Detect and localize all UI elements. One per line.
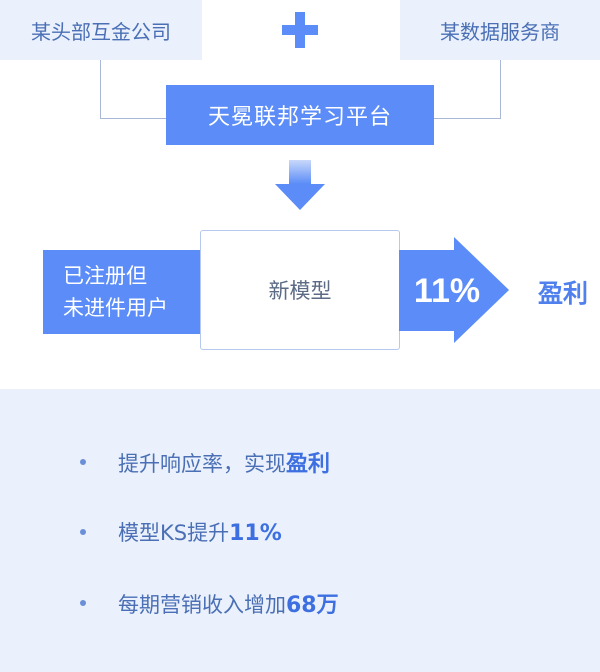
user-segment-line1: 已注册但 [63,264,147,288]
arrow-right-icon [399,237,509,343]
model-label: 新模型 [268,279,332,303]
bullet-icon [80,459,86,465]
user-segment-line2: 未进件用户 [63,296,168,320]
benefit-highlight: 盈利 [286,452,331,477]
platform-box: 天冕联邦学习平台 [166,85,434,145]
party-box-left: 某头部互金公司 [0,0,202,60]
bullet-icon [80,529,86,535]
model-box: 新模型 [200,230,400,350]
benefits-panel [0,389,600,672]
connector-left [100,60,171,119]
improvement-percent: 11% [413,271,481,310]
plus-icon-vertical [295,12,305,48]
benefit-item: 提升响应率，实现盈利 [0,445,600,479]
platform-label: 天冕联邦学习平台 [207,105,392,130]
party-box-right: 某数据服务商 [400,0,600,60]
party-left-label: 某头部互金公司 [31,19,171,44]
benefit-text: 模型KS提升11% [118,521,282,546]
bullet-icon [80,600,86,606]
benefit-item: 模型KS提升11% [0,515,600,549]
benefit-highlight: 11% [229,521,282,546]
benefit-item: 每期营销收入增加68万 [0,586,600,620]
benefit-text: 提升响应率，实现盈利 [118,452,331,477]
outcome-label: 盈利 [538,279,589,308]
user-segment-box: 已注册但 未进件用户 [43,250,203,334]
benefit-text: 每期营销收入增加68万 [118,593,339,618]
party-right-label: 某数据服务商 [440,19,560,44]
arrow-down-icon [275,160,325,210]
connector-right [434,60,501,119]
benefit-highlight: 68万 [286,593,339,618]
